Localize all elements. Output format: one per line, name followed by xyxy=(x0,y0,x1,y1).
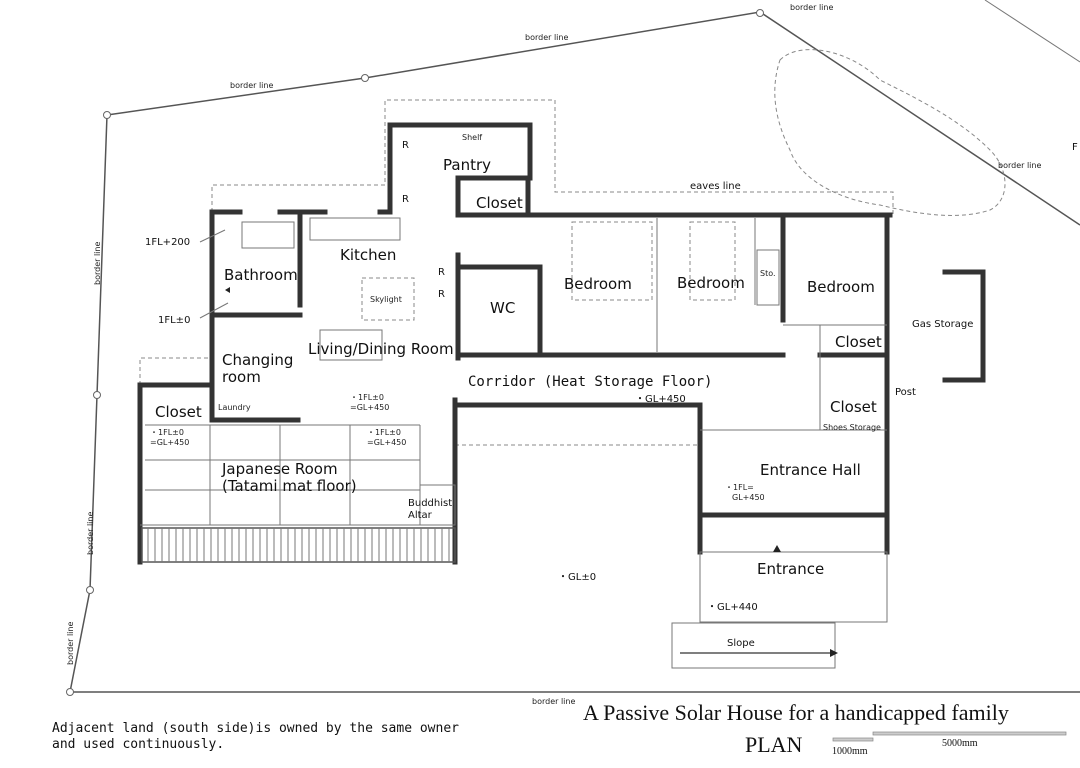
laundry-label: Laundry xyxy=(218,403,251,412)
level-changing: 1FL±0 xyxy=(158,315,190,326)
level-entrance: ・GL+440 xyxy=(707,602,758,613)
note-line-2: and used continuously. xyxy=(52,737,224,752)
japanese-room-label: Japanese Room xyxy=(221,460,338,478)
level-hall-gl: GL+450 xyxy=(732,493,765,502)
border-line-label: border line xyxy=(525,33,568,42)
bathroom-label: Bathroom xyxy=(224,266,298,284)
border-line-label: border line xyxy=(998,161,1041,170)
level-ground: ・GL±0 xyxy=(558,572,596,583)
corner-mark: F xyxy=(1072,142,1078,153)
living-dining-label: Living/Dining Room xyxy=(308,340,454,358)
slope-ramp xyxy=(671,622,836,669)
closet-label: Closet xyxy=(835,333,882,351)
border-line-label: border line xyxy=(66,622,75,665)
border-line-label: border line xyxy=(790,3,833,12)
entrance-label: Entrance xyxy=(757,560,824,578)
border-line-label: border line xyxy=(230,81,273,90)
site-border xyxy=(66,0,1080,696)
altar-label-2: Altar xyxy=(408,510,433,521)
eaves-line xyxy=(211,99,894,215)
gas-storage-wall xyxy=(942,269,986,383)
japanese-room-label-2: (Tatami mat floor) xyxy=(222,477,357,495)
border-line-label: border line xyxy=(86,512,95,555)
walls xyxy=(137,122,986,565)
bedroom-label: Bedroom xyxy=(807,278,875,296)
shelf-label: Shelf xyxy=(462,133,482,142)
corridor-label: Corridor (Heat Storage Floor) xyxy=(468,374,712,390)
shoes-storage-label: Shoes Storage xyxy=(823,423,881,432)
r-label: R xyxy=(438,267,445,278)
scale-bar xyxy=(832,731,1067,742)
drawing-subtitle: PLAN xyxy=(745,732,803,757)
bedroom-label: Bedroom xyxy=(677,274,745,292)
corridor-level: ・GL+450 xyxy=(635,394,686,405)
storage-label: Sto. xyxy=(760,269,776,278)
gas-storage-label: Gas Storage xyxy=(912,319,973,330)
skylight-label: Skylight xyxy=(370,295,402,304)
post-label: Post xyxy=(895,387,916,398)
kitchen-label: Kitchen xyxy=(340,246,396,264)
veranda xyxy=(141,527,456,563)
level-living-gl: =GL+450 xyxy=(350,403,389,412)
altar-label: Buddhist xyxy=(408,498,452,509)
level-bath: 1FL+200 xyxy=(145,237,190,248)
border-line-label: border line xyxy=(93,242,102,285)
closet-label: Closet xyxy=(476,194,523,212)
level-living: ・1FL±0 xyxy=(350,393,384,402)
scale-1000-label: 1000mm xyxy=(832,746,868,757)
level-hall: ・1FL= xyxy=(725,483,754,492)
partitions xyxy=(140,217,888,669)
level-japanese-gl: =GL+450 xyxy=(367,438,406,447)
closet-label: Closet xyxy=(155,403,202,421)
level-japanese: ・1FL±0 xyxy=(367,428,401,437)
entrance-hall-label: Entrance Hall xyxy=(760,461,861,479)
entrance-arrow xyxy=(773,545,781,552)
level-japanese-gl: =GL+450 xyxy=(150,438,189,447)
changing-room-label: Changing xyxy=(222,351,293,369)
border-line-label: border line xyxy=(532,697,575,706)
slope-label: Slope xyxy=(727,638,755,649)
scale-5000-label: 5000mm xyxy=(942,738,978,749)
r-label: R xyxy=(402,140,409,151)
r-label: R xyxy=(438,289,445,300)
r-label: R xyxy=(402,194,409,205)
wc-label: WC xyxy=(490,299,515,317)
changing-room-label-2: room xyxy=(222,368,261,386)
note-line-1: Adjacent land (south side)is owned by th… xyxy=(52,721,459,736)
closet-label: Closet xyxy=(830,398,877,416)
drawing-title: A Passive Solar House for a handicapped … xyxy=(583,700,1009,725)
pantry-label: Pantry xyxy=(443,156,491,174)
bedroom-label: Bedroom xyxy=(564,275,632,293)
level-japanese: ・1FL±0 xyxy=(150,428,184,437)
eaves-line-label: eaves line xyxy=(690,181,741,192)
